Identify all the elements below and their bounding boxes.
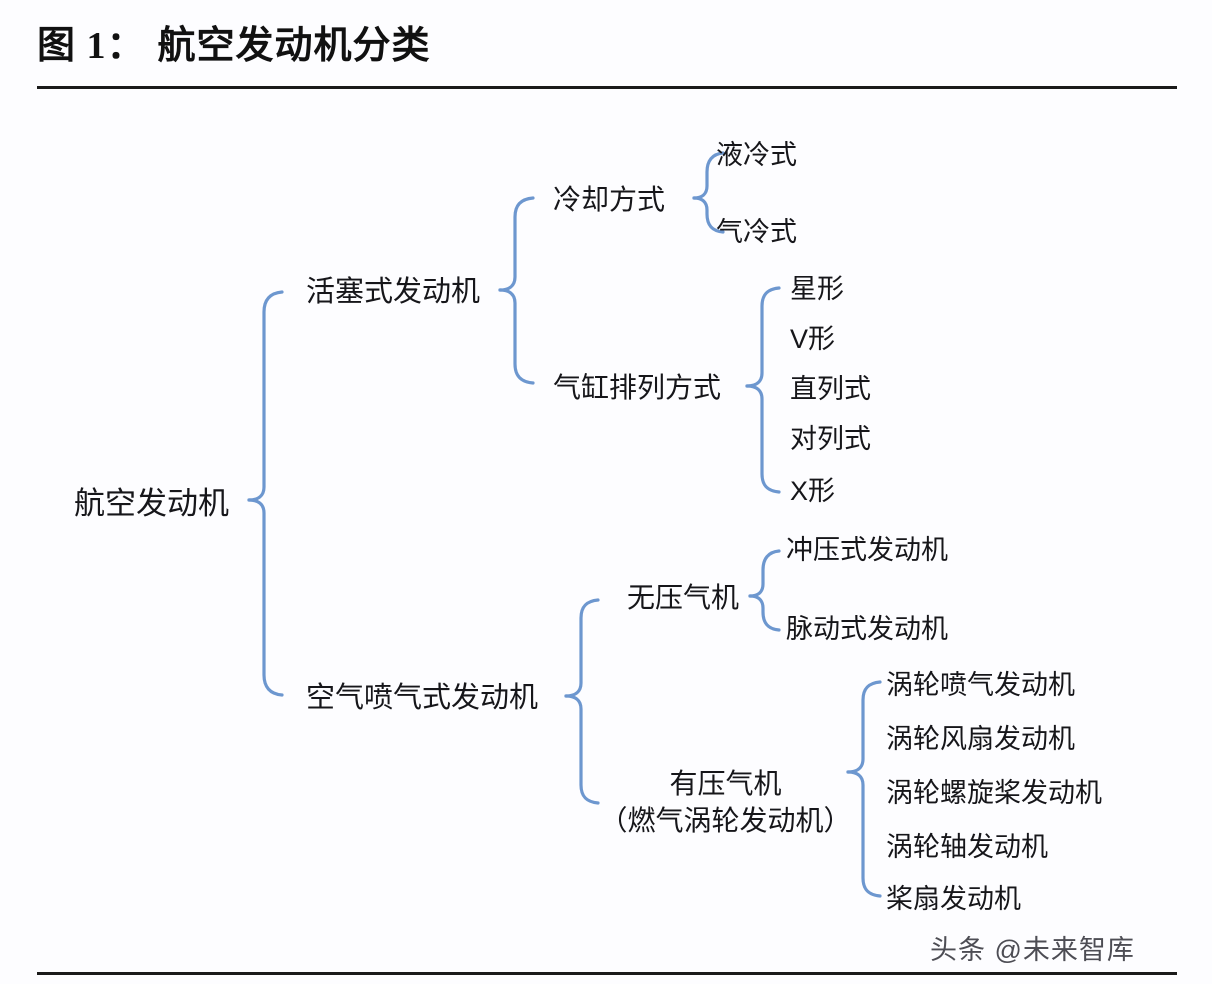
leaf-pulsejet: 脉动式发动机 xyxy=(786,614,948,644)
page-title: 航空发动机分类 xyxy=(157,24,431,67)
node-with-compressor-line2: （燃气涡轮发动机） xyxy=(599,804,852,836)
leaf-inline: 直列式 xyxy=(790,374,871,404)
brace-airjet xyxy=(564,598,600,698)
brace-cylinder-lower xyxy=(745,384,781,494)
brace-cylinder xyxy=(745,286,781,388)
figure-title: 图 1： 航空发动机分类 xyxy=(37,5,1177,77)
node-no-compressor: 无压气机 xyxy=(627,582,740,613)
brace-nocomp xyxy=(748,549,781,598)
leaf-ramjet: 冲压式发动机 xyxy=(786,535,948,565)
node-air-jet-engine: 空气喷气式发动机 xyxy=(306,682,539,714)
brace-comp xyxy=(846,680,882,774)
leaf-propfan: 桨扇发动机 xyxy=(886,884,1021,914)
leaf-v-type: V形 xyxy=(790,324,836,354)
leaf-turboshaft: 涡轮轴发动机 xyxy=(886,832,1048,862)
brace-root-lower xyxy=(247,498,284,697)
leaf-turbojet: 涡轮喷气发动机 xyxy=(886,670,1075,700)
node-root: 航空发动机 xyxy=(74,486,229,521)
leaf-turboprop: 涡轮螺旋桨发动机 xyxy=(886,778,1102,808)
node-piston-engine: 活塞式发动机 xyxy=(306,276,481,308)
brace-root xyxy=(247,290,284,502)
footer-divider xyxy=(37,972,1177,975)
node-cylinder-arrangement: 气缸排列方式 xyxy=(553,372,722,403)
leaf-radial: 星形 xyxy=(790,274,844,304)
leaf-x-type: X形 xyxy=(790,476,836,506)
leaf-liquid-cooled: 液冷式 xyxy=(716,140,797,170)
node-cooling-method: 冷却方式 xyxy=(553,184,666,215)
leaf-air-cooled: 气冷式 xyxy=(716,217,797,247)
brace-piston-lower xyxy=(498,288,535,385)
node-with-compressor-line1: 有压气机 xyxy=(669,768,782,799)
watermark: 头条 @未来智库 xyxy=(930,935,1135,965)
leaf-opposed: 对列式 xyxy=(790,424,871,454)
node-with-compressor: 有压气机 （燃气涡轮发动机） xyxy=(588,766,863,840)
leaf-turbofan: 涡轮风扇发动机 xyxy=(886,724,1075,754)
brace-nocomp-lower xyxy=(748,594,781,632)
header-divider xyxy=(37,86,1177,89)
figure-number: 图 1： xyxy=(37,24,146,67)
brace-piston xyxy=(498,196,535,292)
